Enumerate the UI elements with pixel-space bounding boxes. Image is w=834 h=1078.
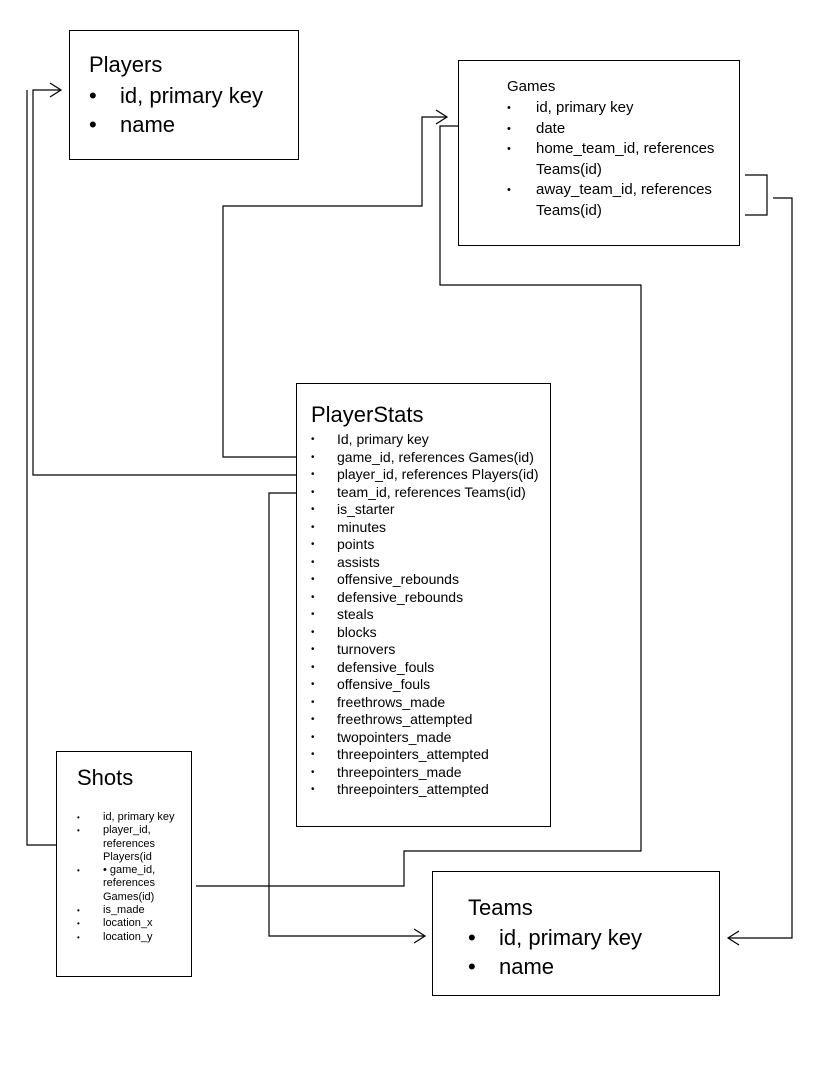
shots-table: Shots id, primary key player_id, referen… [56,751,192,977]
shots-field: • game_id, references Games(id) [77,864,177,904]
playerstats-field: Id, primary key [311,431,551,449]
playerstats-field: offensive_fouls [311,676,551,694]
arrowhead-teams-from-playerstats [413,928,427,944]
shots-field: player_id, references Players(id [77,824,177,864]
playerstats-field: twopointers_made [311,729,551,747]
playerstats-field: steals [311,606,551,624]
games-field: id, primary key [507,98,729,119]
playerstats-field: team_id, references Teams(id) [311,484,551,502]
shots-field: location_x [77,917,177,931]
shots-field: id, primary key [77,811,177,825]
players-title: Players [89,52,163,77]
teams-field: id, primary key [468,923,642,952]
arrowhead-teams-from-games [726,930,740,946]
teams-field: name [468,952,642,981]
connector-shots-player-to-players [26,90,80,846]
playerstats-table: PlayerStats Id, primary key game_id, ref… [296,383,551,827]
playerstats-field: defensive_rebounds [311,589,551,607]
playerstats-field: game_id, references Games(id) [311,449,551,467]
playerstats-field: turnovers [311,641,551,659]
playerstats-field: threepointers_attempted [311,746,551,764]
games-title: Games [507,78,556,95]
playerstats-field: freethrows_made [311,694,551,712]
players-field: name [89,110,263,139]
arrowhead-players [49,82,63,98]
playerstats-field: points [311,536,551,554]
shots-field: location_y [77,931,177,945]
playerstats-field: threepointers_attempted [311,781,551,799]
players-field: id, primary key [89,81,263,110]
playerstats-field: defensive_fouls [311,659,551,677]
players-table: Players id, primary key name [69,30,299,160]
games-field: date [507,119,729,140]
games-table: Games id, primary key date home_team_id,… [458,60,740,246]
teams-title: Teams [468,895,533,920]
bracket-games-team-ids [745,174,768,216]
shots-title: Shots [77,765,134,790]
playerstats-field: is_starter [311,501,551,519]
arrowhead-games-from-playerstats [435,109,449,125]
playerstats-field: offensive_rebounds [311,571,551,589]
playerstats-field: freethrows_attempted [311,711,551,729]
playerstats-field: player_id, references Players(id) [311,466,551,484]
playerstats-field: threepointers_made [311,764,551,782]
connector-games-teams-to-teams [728,197,793,939]
games-field: home_team_id, references Teams(id) [507,139,729,180]
games-field: away_team_id, references Teams(id) [507,180,729,221]
playerstats-field: blocks [311,624,551,642]
playerstats-title: PlayerStats [311,402,424,427]
teams-table: Teams id, primary key name [432,871,720,996]
shots-field: is_made [77,904,177,918]
playerstats-field: minutes [311,519,551,537]
playerstats-field: assists [311,554,551,572]
